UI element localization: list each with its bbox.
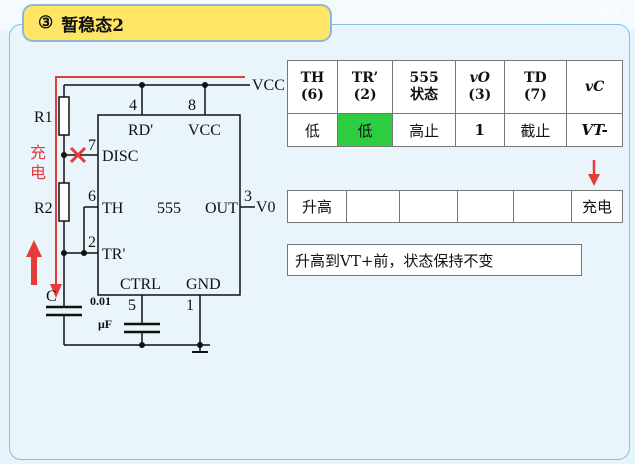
- header-th: TH(6): [287, 60, 338, 114]
- chip-name-label: 555: [157, 200, 181, 217]
- pin6-number: 6: [88, 188, 96, 205]
- header-td: TD(7): [503, 60, 568, 114]
- state-note: 升高到VT+前，状态保持不变: [287, 244, 582, 276]
- pin-vcc-label: VCC: [188, 122, 221, 139]
- junction-dot: [139, 82, 145, 88]
- pin-tr-label: TR': [102, 246, 125, 263]
- header-tr: TR’(2): [336, 60, 394, 114]
- charging-path-line: [55, 76, 245, 288]
- pin4-number: 4: [129, 97, 137, 114]
- cell-tr-highlight: 低: [336, 113, 394, 147]
- pin3-number: 3: [244, 188, 252, 205]
- section-number: ③: [38, 13, 54, 33]
- header-vc: vC: [566, 60, 623, 114]
- state-change-arrow-icon: [588, 160, 600, 186]
- pin-rd-label: RD': [128, 122, 153, 139]
- pin-out-label: OUT: [205, 200, 238, 217]
- section-title: ③ 暂稳态2: [22, 4, 332, 42]
- r2-label: R2: [34, 200, 53, 217]
- pin-gnd-label: GND: [186, 276, 221, 293]
- cell-vc-next: 充电: [571, 190, 623, 223]
- junction-dot: [61, 152, 67, 158]
- cell-vc: VT-: [566, 113, 623, 147]
- charge-label-char1: 充: [30, 143, 46, 162]
- cell-vo: 1: [455, 113, 505, 147]
- junction-dot: [61, 250, 67, 256]
- resistor-r2: [58, 182, 70, 222]
- state-table-value-row: 低 低 高止 1 截止 VT-: [287, 113, 623, 147]
- pin1-number: 1: [186, 297, 194, 314]
- pin-disc-label: DISC: [102, 148, 138, 165]
- junction-dot: [197, 342, 203, 348]
- pin-ctrl-label: CTRL: [120, 276, 161, 293]
- disc-off-cross-icon: [69, 146, 87, 164]
- junction-dot: [81, 250, 87, 256]
- section-title-text: 暂稳态2: [61, 15, 125, 36]
- vcc-top-label: VCC: [252, 77, 285, 94]
- header-vo: vO(3): [455, 60, 505, 114]
- pin8-number: 8: [188, 97, 196, 114]
- voltage-rise-arrow-icon: [26, 240, 42, 285]
- cell-state-next: [399, 190, 458, 223]
- charging-path-arrowhead-icon: [50, 284, 62, 298]
- cell-vo-next: [457, 190, 514, 223]
- junction-dot: [202, 82, 208, 88]
- transition-table: 升高 充电: [287, 190, 623, 223]
- cell-td: 截止: [503, 113, 568, 147]
- pin-th-label: TH: [102, 200, 124, 217]
- resistor-r1: [58, 96, 70, 136]
- vo-label: V0: [256, 199, 276, 216]
- junction-dot: [139, 342, 145, 348]
- cap-value-line1: 0.01: [90, 294, 111, 308]
- c-label: C: [46, 288, 57, 305]
- cell-td-next: [513, 190, 572, 223]
- pin5-number: 5: [128, 297, 136, 314]
- pin2-number: 2: [88, 234, 96, 251]
- pin7-number: 7: [88, 137, 96, 154]
- charge-label-char2: 电: [30, 163, 46, 182]
- r1-label: R1: [34, 109, 53, 126]
- cell-555-state: 高止: [392, 113, 457, 147]
- cell-th: 低: [287, 113, 338, 147]
- cap-value-line2: μF: [98, 317, 112, 331]
- cell-th-next: 升高: [287, 190, 347, 223]
- chip-555-body: [97, 114, 241, 296]
- watermark: 山西农业大学: [544, 6, 623, 21]
- transition-table-row: 升高 充电: [287, 190, 623, 223]
- cell-tr-next: [346, 190, 400, 223]
